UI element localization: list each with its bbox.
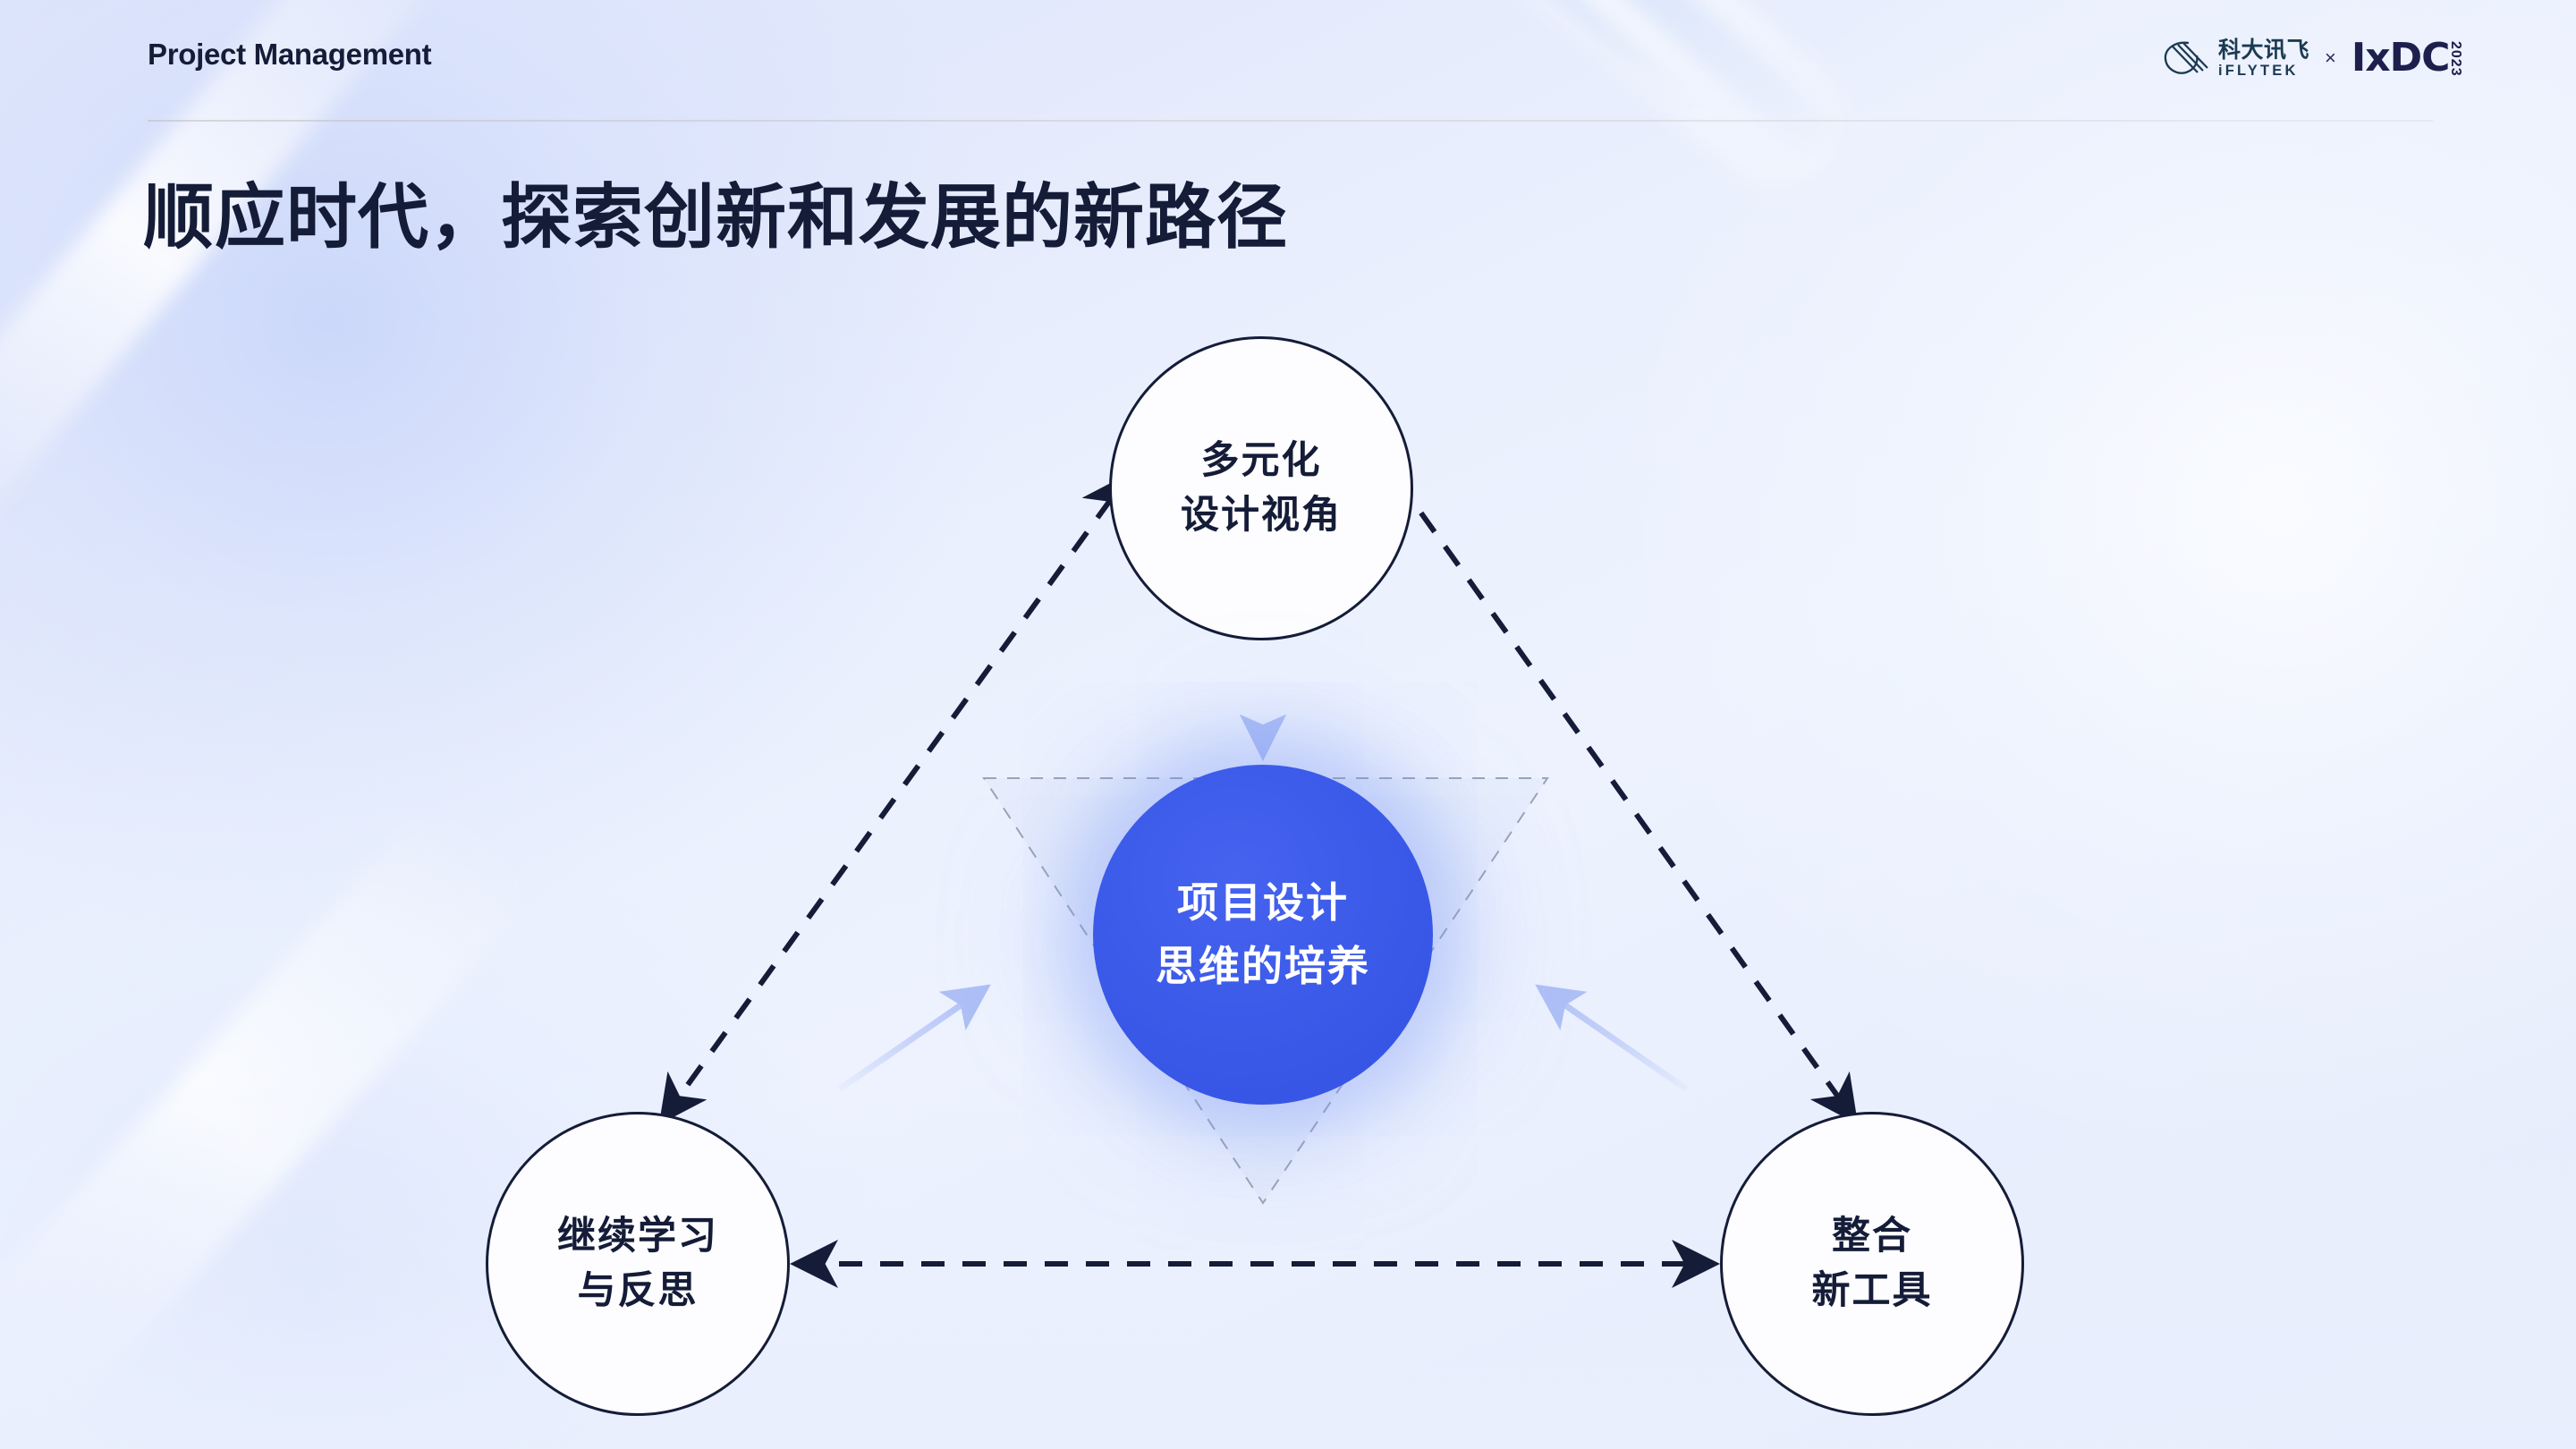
inflow-left-to-center [837, 984, 991, 1092]
ixdc-wordmark: IxDC [2351, 35, 2451, 81]
logo-lockup: 科大讯飞 iFLYTEK × IxDC 2023 [2162, 34, 2499, 82]
iflytek-chinese-name: 科大讯飞 [2217, 36, 2309, 63]
iflytek-wordmark: 科大讯飞 iFLYTEK [2218, 38, 2309, 79]
background-tint-right [1610, 0, 2576, 1181]
inflow-right-to-center [1535, 984, 1689, 1092]
header-divider [148, 120, 2433, 122]
iflytek-logo: 科大讯飞 iFLYTEK [2162, 38, 2309, 79]
node-label-line-1: 继续学习 [557, 1213, 718, 1258]
iflytek-english-name: iFLYTEK [2217, 62, 2299, 79]
connector-left-to-top [658, 472, 1131, 1125]
node-label-line-1: 整合 [1832, 1213, 1912, 1258]
ixdc-logo: IxDC 2023 [2351, 35, 2499, 81]
node-project-design-thinking[interactable]: 项目设计 思维的培养 [1093, 765, 1433, 1105]
iflytek-swoosh-icon [2164, 41, 2208, 74]
node-continuous-learning-reflection[interactable]: 继续学习 与反思 [486, 1112, 790, 1416]
node-label-line-2: 设计视角 [1181, 493, 1342, 538]
center-label-line-2: 思维的培养 [1156, 942, 1370, 990]
connector-top-to-right [1394, 478, 1859, 1125]
node-label-line-1: 多元化 [1200, 437, 1322, 483]
center-label-line-1: 项目设计 [1177, 877, 1349, 927]
node-label-line-2: 与反思 [577, 1268, 699, 1313]
node-label-line-2: 新工具 [1811, 1268, 1933, 1313]
node-integrate-new-tools[interactable]: 整合 新工具 [1720, 1112, 2024, 1416]
logo-separator: × [2324, 47, 2336, 69]
node-diverse-design-perspective[interactable]: 多元化 设计视角 [1109, 336, 1413, 640]
header-section-label: Project Management [148, 38, 432, 71]
page-title: 顺应时代，探索创新和发展的新路径 [143, 176, 1288, 258]
